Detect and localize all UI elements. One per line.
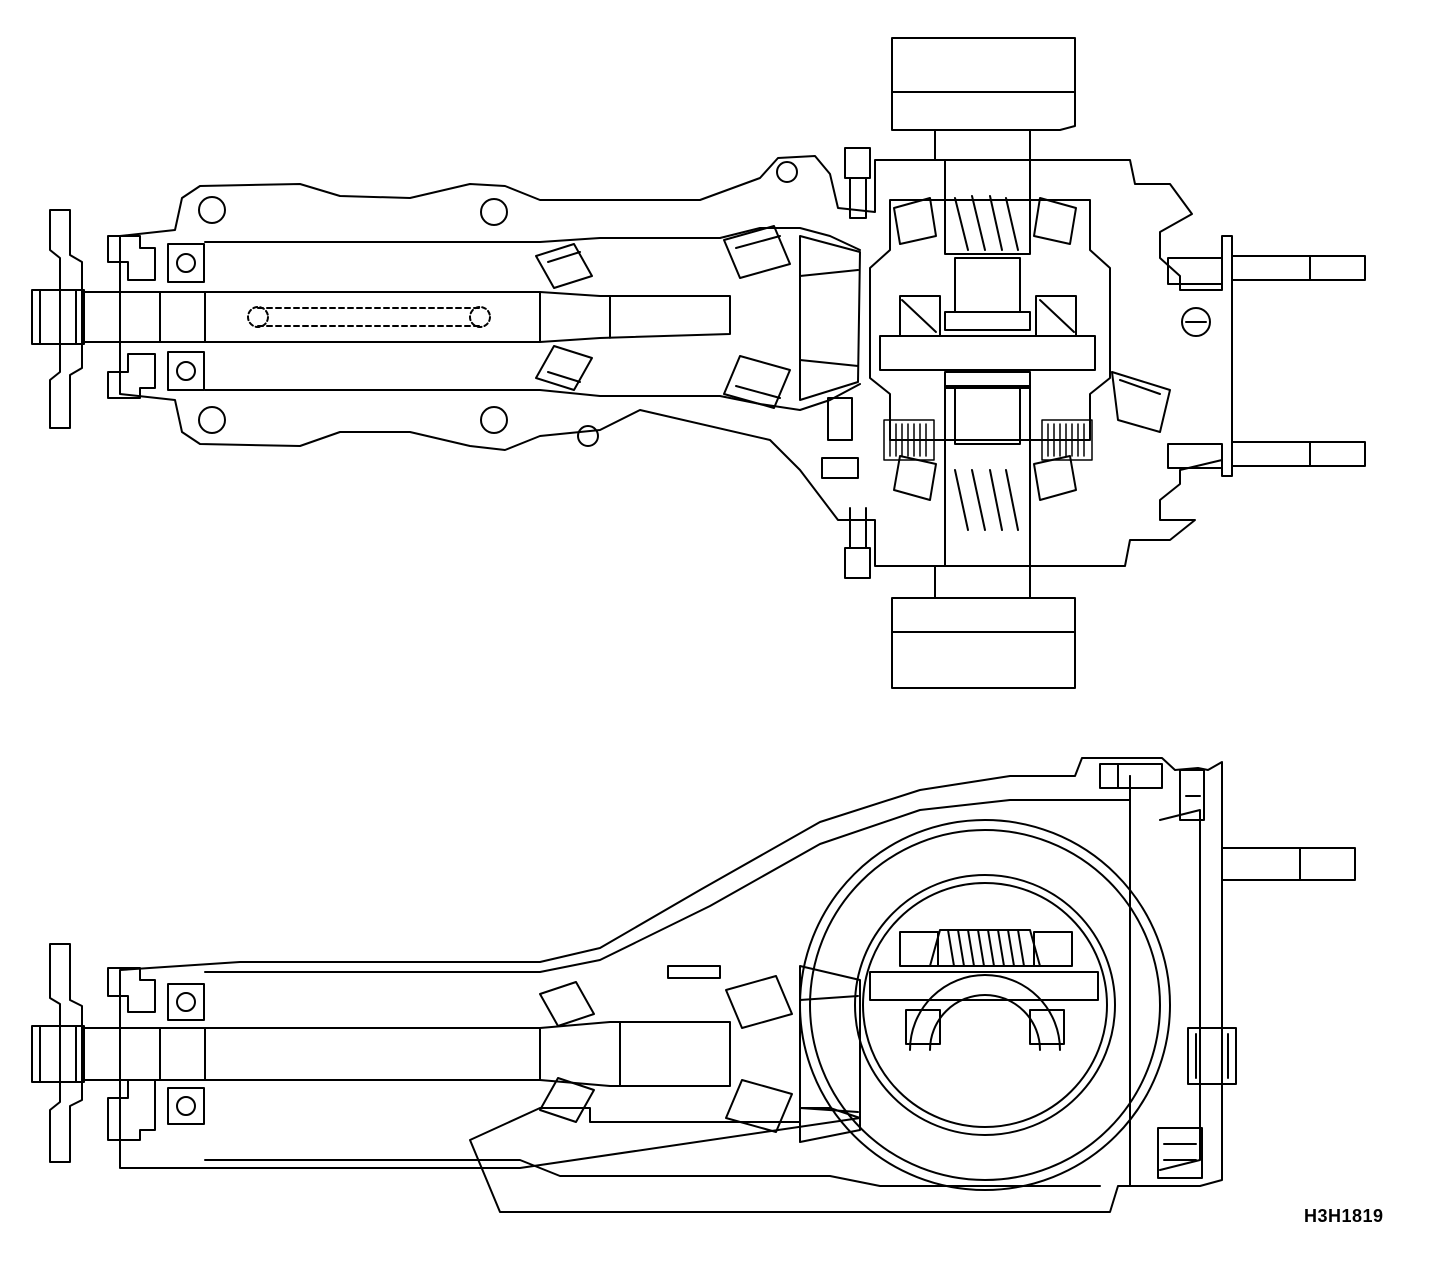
side-oil-seal-lower xyxy=(108,1080,155,1140)
side-pinion-shaft xyxy=(84,1022,730,1086)
top-taper-bearing-4 xyxy=(724,356,790,408)
top-side-bearing-upper-right xyxy=(1034,198,1076,244)
side-sensor-plug xyxy=(1158,1128,1202,1178)
side-taper-bearing-2 xyxy=(540,1078,594,1122)
side-top-bolt xyxy=(1100,764,1162,788)
top-axle-drum-upper xyxy=(892,38,1075,160)
side-lower-gear-arc xyxy=(910,975,1060,1050)
top-flange-nut xyxy=(32,290,84,344)
top-taper-bearing-2 xyxy=(536,346,592,390)
top-oil-port-right xyxy=(470,307,490,327)
side-breather xyxy=(1180,770,1204,820)
top-side-bearing-upper-left xyxy=(894,198,936,244)
side-cross-shaft xyxy=(870,972,1098,1000)
side-side-gear xyxy=(930,930,1040,966)
top-bolt-hole-4 xyxy=(481,407,507,433)
side-ball-upper xyxy=(177,993,195,1011)
top-clutch-pack-right xyxy=(1042,420,1092,460)
top-pinion-mate-left xyxy=(900,296,940,336)
top-pinion-shaft xyxy=(84,292,730,342)
top-bolt-hole-6 xyxy=(578,426,598,446)
top-ring-gear-upper xyxy=(945,160,1030,254)
side-flange-nut xyxy=(32,1026,84,1082)
top-left-flange xyxy=(50,210,82,428)
side-rear-cover xyxy=(1130,776,1200,1186)
top-ball-lower xyxy=(177,362,195,380)
top-taper-bearing-1 xyxy=(536,244,592,288)
top-rear-cover xyxy=(1112,372,1170,432)
side-housing-outline xyxy=(120,758,1222,1212)
top-ball-bearing-upper xyxy=(168,244,204,282)
top-retainer-bolt-upper xyxy=(845,148,870,218)
top-breather-plug xyxy=(1182,308,1210,336)
top-bolt-hole-3 xyxy=(199,407,225,433)
side-pinion-mate-left xyxy=(900,932,938,966)
side-taper-bearing-4 xyxy=(726,1080,792,1132)
top-view-cross-section xyxy=(32,38,1365,688)
figure-code: H3H1819 xyxy=(1304,1206,1384,1226)
top-mounting-stud-upper xyxy=(1168,256,1365,284)
side-taper-bearing-1 xyxy=(540,982,594,1026)
side-pinion-mate-bottom-left xyxy=(906,1010,940,1044)
side-view-cross-section xyxy=(32,758,1355,1212)
side-vent-pipe xyxy=(668,966,720,978)
top-pinion-mate-right xyxy=(1036,296,1076,336)
top-axle-drum-lower xyxy=(892,566,1075,688)
top-oil-seal-lower xyxy=(108,354,155,398)
top-ring-gear-lower xyxy=(945,386,1030,566)
side-left-flange xyxy=(50,944,82,1162)
top-oil-port-left xyxy=(248,307,268,327)
top-oil-seal-upper xyxy=(108,236,155,280)
top-retainer-bolt-lower xyxy=(845,508,870,578)
side-mounting-stud xyxy=(1222,848,1355,880)
top-inner-wall xyxy=(205,228,860,410)
top-side-bearing-lower-right xyxy=(1034,456,1076,500)
top-differential-case xyxy=(870,200,1110,440)
side-ball-lower xyxy=(177,1097,195,1115)
side-taper-bearing-3 xyxy=(726,976,792,1028)
top-drive-pinion xyxy=(800,236,860,400)
top-ball-bearing-lower xyxy=(168,352,204,390)
side-pinion-mate-right xyxy=(1034,932,1072,966)
top-fill-plug xyxy=(822,398,858,478)
side-diff-case-inner xyxy=(863,883,1107,1127)
side-ring-gear-inner xyxy=(810,830,1160,1180)
top-side-gear-upper xyxy=(945,258,1030,330)
side-inner-lower-contour xyxy=(205,1160,1100,1186)
top-oil-passage xyxy=(258,308,480,326)
top-ball-upper xyxy=(177,254,195,272)
top-mounting-stud-lower xyxy=(1168,442,1365,468)
top-bolt-hole-1 xyxy=(199,197,225,223)
side-drain-plug xyxy=(1188,1028,1236,1084)
top-pinion-mate-shaft xyxy=(880,336,1095,370)
side-diff-case-outer xyxy=(855,875,1115,1135)
top-taper-bearing-3 xyxy=(724,226,790,278)
side-inner-upper-contour xyxy=(205,776,1130,972)
top-housing-outline xyxy=(120,156,1232,566)
top-clutch-pack-left xyxy=(884,420,934,460)
top-bolt-hole-5 xyxy=(777,162,797,182)
side-ball-bearing-upper xyxy=(168,984,204,1020)
side-ball-bearing-lower xyxy=(168,1088,204,1124)
top-side-bearing-lower-left xyxy=(894,456,936,500)
side-oil-seal-upper xyxy=(108,968,155,1012)
side-ring-gear-outer xyxy=(800,820,1170,1190)
top-side-gear-lower xyxy=(945,372,1030,444)
top-bolt-hole-2 xyxy=(481,199,507,225)
side-pinion-mate-bottom-right xyxy=(1030,1010,1064,1044)
